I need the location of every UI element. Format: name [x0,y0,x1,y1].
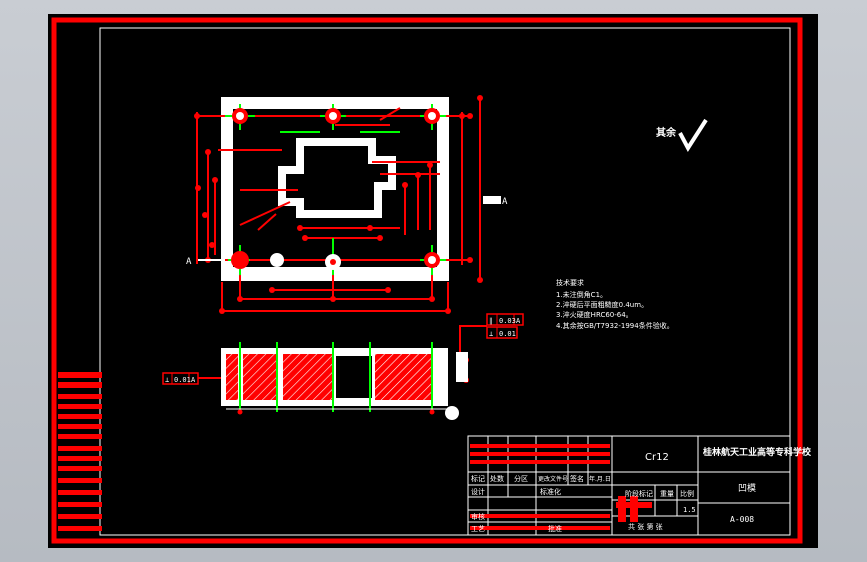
tol-top-datum: A [516,317,521,325]
inner-frame [99,27,791,536]
tb-label-audit: 审核 [471,512,485,521]
tolerance-frame-left: ⊥ 0.01 A [162,372,222,385]
tb-label-sheets: 共 张 第 张 [628,522,663,531]
notes-line-1: 1.未注倒角C1。 [556,290,607,299]
section-hatch-2 [283,354,333,400]
dimension-nodes [194,95,483,314]
tb-material: Cr12 [645,452,669,463]
tb-label-sign: 签名 [570,474,584,483]
tol-left-value: 0.01 [174,376,191,384]
notes-line-3: 3.淬火硬度HRC60-64。 [556,310,633,319]
section-cavity [336,356,372,398]
tb-school: 桂林航天工业高等专科学校 [702,446,812,458]
top-view: A A [186,95,508,314]
tb-label-marks: 标记 [471,474,485,483]
title-block-text: Cr12 桂林航天工业高等专科学校 凹模 A-008 1.5 标记 处数 分区 … [471,446,812,533]
tb-part-name: 凹模 [738,483,756,494]
tb-label-design: 设计 [471,487,485,496]
tb-label-date: 年.月.日 [589,475,611,483]
tb-label-zone: 分区 [514,474,528,483]
title-block-red-rows [470,444,652,530]
tb-label-change: 更改文件号 [538,475,568,483]
section-view [221,342,469,420]
roughness-text: 其余 [656,126,677,139]
tb-label-process: 工艺 [471,525,485,533]
outer-frame [51,17,803,544]
tb-label-count: 处数 [490,474,504,483]
section-roughness-gear [445,406,459,420]
section-hatch-4 [226,354,238,400]
datum-letter-right: A [502,197,508,207]
tolerance-frame-mid: ⊥ 0.01 [486,326,518,339]
datum-letter-left: A [186,257,192,267]
section-centerlines [239,342,433,412]
tol-mid-value: 0.01 [499,330,516,338]
tol-top-symbol: ∥ [489,317,493,325]
screw-holes [231,108,440,270]
section-hatch-3 [375,354,431,400]
check-icon [678,118,708,152]
notes-line-2: 2.淬硬后平面粗糙度0.4um。 [556,300,648,309]
tol-left-datum: A [191,376,196,384]
tb-label-standard: 标准化 [540,487,561,496]
tol-top-value: 0.03 [499,317,516,325]
tolerance-frame-top: ∥ 0.03 A [486,313,524,326]
section-tab [456,352,468,382]
section-hatch-1 [243,354,277,400]
tb-label-ratio: 比例 [680,489,694,498]
tb-drawing-no: A-008 [730,515,754,524]
tb-scale: 1.5 [683,506,696,514]
roughness-symbol: 其余 [656,118,708,152]
revision-strips [58,372,102,531]
notes-line-4: 4.其余按GB/T7932-1994条件验收。 [556,321,674,330]
tb-label-stage: 阶段标记 [625,489,653,498]
technical-notes: 技术要求 1.未注倒角C1。 2.淬硬后平面粗糙度0.4um。 3.淬火硬度HR… [556,278,674,330]
tol-left-symbol: ⊥ [165,376,169,384]
tb-label-approve: 批准 [548,524,562,533]
datum-flag-right [483,196,501,204]
tol-mid-symbol: ⊥ [489,330,493,338]
tb-label-weight: 重量 [660,490,674,498]
notes-heading: 技术要求 [556,278,584,287]
die-cavity-outline [278,138,396,218]
